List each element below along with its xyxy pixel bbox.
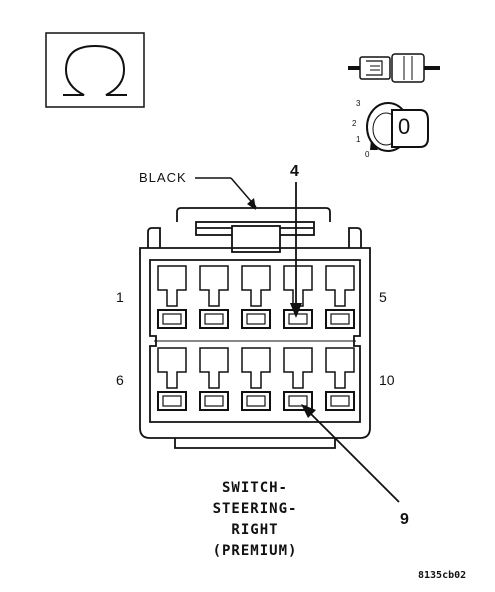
key-position-2: 2 xyxy=(352,119,357,128)
pin-cavity-10 xyxy=(325,347,355,411)
pin-cavity-7 xyxy=(199,347,229,411)
ground-symbol-icon xyxy=(45,32,145,108)
pin-cavity-2 xyxy=(199,265,229,329)
title-line-1: SWITCH- xyxy=(221,480,288,496)
title-line-3: RIGHT xyxy=(231,522,279,538)
pin-cavity-6 xyxy=(157,347,187,411)
pin-5-label: 5 xyxy=(379,289,387,305)
pin-cavity-4 xyxy=(283,265,313,329)
pin-cavity-1 xyxy=(157,265,187,329)
title-line-4: (PREMIUM) xyxy=(212,543,298,559)
pin-cavity-9 xyxy=(283,347,313,411)
callout-4-label: 4 xyxy=(290,163,299,180)
key-head-label: 0 xyxy=(398,114,411,139)
key-position-1: 1 xyxy=(356,135,361,144)
pin-1-label: 1 xyxy=(116,289,124,305)
title-line-2: STEERING- xyxy=(212,501,298,517)
connector-plug-icon xyxy=(348,53,440,83)
pin-10-label: 10 xyxy=(379,372,395,388)
callout-9-leader xyxy=(301,404,400,503)
pin-cavity-8 xyxy=(241,347,271,411)
pin-6-label: 6 xyxy=(116,372,124,388)
black-label-leader xyxy=(195,177,257,210)
key-position-0: 0 xyxy=(365,150,370,159)
figure-code: 8135cb02 xyxy=(418,570,467,581)
key-position-3: 3 xyxy=(356,99,361,108)
connector-body xyxy=(139,207,371,449)
pin-cavities xyxy=(157,265,355,411)
pin-cavity-3 xyxy=(241,265,271,329)
ignition-key-icon xyxy=(366,102,429,152)
connector-title: SWITCH- STEERING- RIGHT (PREMIUM) xyxy=(160,478,350,562)
connector-color-label: BLACK xyxy=(139,170,187,185)
callout-9-label: 9 xyxy=(400,511,409,528)
pin-cavity-5 xyxy=(325,265,355,329)
callout-4-leader xyxy=(290,182,302,318)
